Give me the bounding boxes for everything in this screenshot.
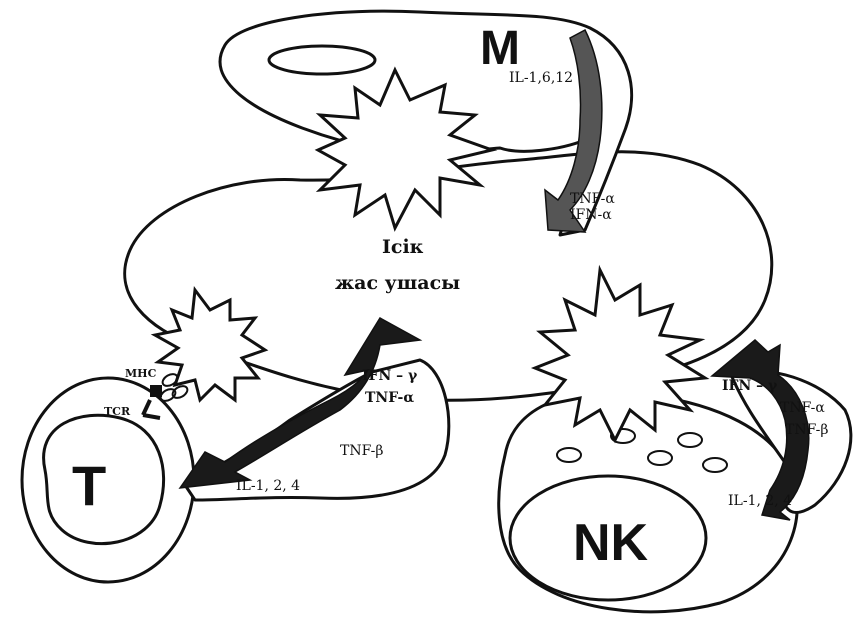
nk-cell-nucleus (508, 474, 708, 602)
macrophage-nucleus (267, 44, 377, 76)
nk-cell-cytokine-tnf-alpha: TNF-α (780, 400, 825, 416)
nk-granule (647, 450, 673, 466)
nk-cell-cytokine-il: IL-1, 2, 4 (728, 493, 792, 509)
nk-cell-cytokine-tnf-beta: TNF-β (785, 422, 829, 438)
macrophage-cytokine-tnf-alpha: TNF-α (570, 191, 615, 207)
t-cell-nucleus (42, 413, 166, 546)
mhc-label: MHC (125, 367, 157, 380)
t-cell-cytokine-ifn-gamma: IFN – γ (362, 368, 418, 384)
burst-t-cell (150, 286, 269, 403)
t-cell-cytokine-il: IL-1, 2, 4 (236, 478, 300, 494)
macrophage-arrow (544, 28, 603, 233)
t-cell-letter: T (72, 454, 106, 517)
tumor-label-line1: Ісік (382, 236, 424, 258)
burst-nk-cell (530, 264, 710, 444)
tumor-label-line2: жас ушасы (335, 272, 460, 294)
burst-macrophage (314, 66, 498, 232)
t-cell-arrow (178, 316, 423, 489)
t-cell-cytokine-tnf-alpha: TNF-α (365, 390, 414, 406)
nk-cell-cytokine-ifn-gamma: IFN – γ (722, 378, 778, 394)
nk-granule (702, 457, 728, 473)
macrophage-cytokine-ifn-alpha: IFN-α (570, 207, 612, 223)
nk-granule (610, 428, 636, 444)
mhc-receptor (150, 373, 189, 402)
t-cell-cytokine-tnf-beta: TNF-β (340, 443, 384, 459)
tcr-label: TCR (104, 405, 131, 418)
tcr-receptor (141, 399, 161, 420)
macrophage-letter: M (480, 22, 520, 75)
nk-granule (556, 447, 582, 463)
nk-cell-arrow (710, 339, 810, 521)
nk-granule (677, 432, 703, 448)
macrophage-cytokines-top: IL-1,6,12 (509, 70, 573, 86)
nk-cell-letter: NK (573, 514, 649, 572)
